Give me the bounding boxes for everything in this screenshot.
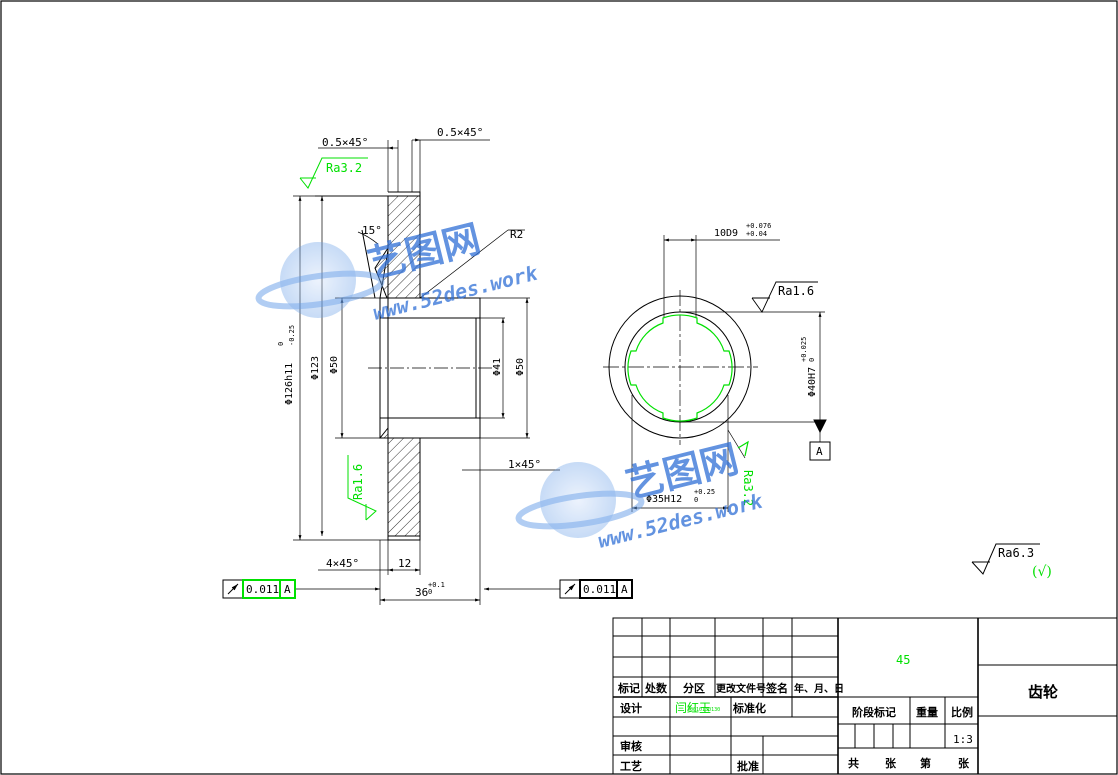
general-roughness-value: Ra6.3 — [998, 546, 1034, 560]
dia-50-right-label: Φ50 — [515, 358, 526, 376]
runout-frame-left: 0.011 A — [222, 579, 296, 599]
roughness-symbol-side — [737, 440, 749, 457]
datum-label: A — [816, 445, 823, 458]
angle-label: 15° — [362, 224, 382, 237]
keyway-label: 10D9 — [714, 228, 738, 239]
left-view-labels: 0.5×45° 0.5×45° Ra3.2 15° R2 Φ126h11 0 -… — [277, 126, 541, 599]
dim-12-label: 12 — [398, 557, 411, 570]
part-name: 齿轮 — [1028, 683, 1058, 701]
weight-label: 重量 — [916, 705, 938, 719]
general-roughness: Ra6.3 (√) — [971, 543, 1052, 580]
spline-dia-label: Φ35H12 — [646, 494, 682, 505]
spline-tol-upper: +0.25 — [694, 488, 715, 496]
dia-126-label: Φ126h11 — [284, 363, 295, 405]
roughness-symbol-right-top — [751, 281, 818, 313]
title-block-labels: 标记 处数 分区 更改文件号 签名 年、月、日 设计 闫红玉 200101301… — [617, 653, 1058, 773]
design-label: 设计 — [620, 701, 642, 715]
chamfer-4-label: 4×45° — [326, 557, 359, 570]
stage-mark-label: 阶段标记 — [852, 705, 896, 719]
chamfer-bottom-label: 1×45° — [508, 458, 541, 471]
roughness-face-label: Ra1.6 — [351, 464, 365, 500]
roughness-symbol-face — [347, 455, 377, 521]
hdr-count: 处数 — [644, 681, 668, 695]
roughness-symbols-left — [299, 157, 377, 521]
chamfer-top-left-label: 0.5×45° — [322, 136, 368, 149]
sheets-unit-label: 张 — [885, 756, 897, 770]
roughness-top-label: Ra3.2 — [326, 161, 362, 175]
hdr-mark: 标记 — [617, 681, 640, 695]
hatch-lower — [378, 426, 421, 537]
runout-right-datum: A — [621, 583, 628, 596]
designer-name: 闫红玉 — [675, 700, 711, 715]
hdr-signature: 签名 — [765, 681, 788, 695]
bore-tol-upper: +0.025 — [800, 337, 808, 362]
review-label: 审核 — [620, 739, 642, 753]
dim-36-label: 36 — [415, 586, 428, 599]
designer-id: 20010130130 — [687, 707, 720, 713]
standardize-label: 标准化 — [732, 701, 766, 715]
dia-123-label: Φ123 — [310, 356, 321, 380]
sheets-total-label: 共 — [848, 756, 859, 770]
process-label: 工艺 — [620, 759, 642, 773]
general-roughness-other: (√) — [1032, 564, 1052, 580]
dia-126-tol-upper: 0 — [277, 342, 285, 346]
sheet-no-label: 第 — [920, 756, 931, 770]
roughness-right-top-label: Ra1.6 — [778, 284, 814, 298]
runout-right-value: 0.011 — [583, 583, 616, 596]
hdr-zone: 分区 — [683, 681, 705, 695]
roughness-side-label: Ra3.2 — [741, 470, 755, 506]
radius-label: R2 — [510, 228, 523, 241]
section-view — [293, 138, 560, 605]
keyway-tol-upper: +0.076 — [746, 222, 771, 230]
scale-label: 比例 — [951, 705, 973, 719]
scale-value: 1:3 — [953, 733, 973, 746]
sheet-unit2-label: 张 — [958, 756, 970, 770]
dia-50-left-label: Φ50 — [329, 356, 340, 374]
runout-left-datum: A — [284, 583, 291, 596]
keyway-tol-lower: +0.04 — [746, 230, 767, 238]
right-view-labels: 10D9 +0.076 +0.04 Ra1.6 Φ40H7 +0.025 0 A… — [646, 222, 823, 506]
chamfer-top-right-label: 0.5×45° — [437, 126, 483, 139]
roughness-symbol-top — [299, 157, 368, 189]
bore-tol-lower: 0 — [808, 358, 816, 362]
dim-36-tol-upper: +0.1 — [428, 581, 445, 589]
spline-profile — [627, 314, 749, 457]
runout-frame-right: 0.011 A — [559, 579, 633, 599]
bore-label: Φ40H7 — [807, 367, 818, 397]
runout-left-value: 0.011 — [246, 583, 279, 596]
spline-tol-lower: 0 — [694, 496, 698, 504]
dim-36-tol-lower: 0 — [428, 588, 432, 596]
material-value: 45 — [896, 653, 910, 667]
approve-label: 批准 — [737, 759, 759, 773]
title-block — [612, 617, 1118, 775]
dia-41-label: Φ41 — [492, 358, 503, 376]
hdr-date: 年、月、日 — [794, 682, 844, 695]
dia-126-tol-lower: -0.25 — [288, 325, 296, 346]
hdr-change-doc: 更改文件号 — [716, 682, 766, 695]
